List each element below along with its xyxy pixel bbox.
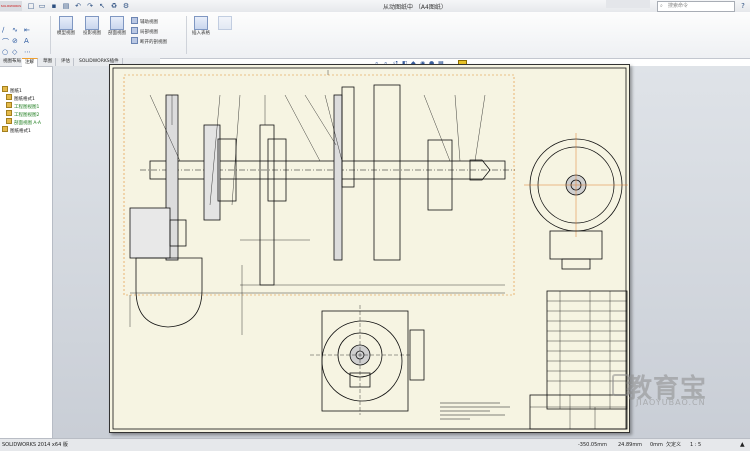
projected-view-button[interactable]: 投影视图 bbox=[80, 16, 104, 36]
drawing-view-icon bbox=[6, 102, 12, 108]
coordinate-y: 24.89mm bbox=[618, 442, 643, 448]
print-icon[interactable]: ▤ bbox=[62, 2, 70, 10]
ellipse-icon[interactable]: ⊘ bbox=[12, 37, 18, 45]
feature-manager-tree: 特征 属性 图纸1 图纸格式1 工程图视图1 工程图视图2 剖面视图 A-A 图… bbox=[0, 58, 53, 438]
line-icon[interactable]: ∕ bbox=[2, 26, 5, 34]
broken-out-section-button[interactable]: 断开的剖视图 bbox=[131, 37, 167, 45]
end-wheel bbox=[427, 139, 453, 211]
view-settings-icon[interactable]: ▦ bbox=[438, 60, 444, 67]
table-icon bbox=[194, 16, 208, 30]
section-view-icon bbox=[6, 118, 12, 124]
tree-item-drawing-view-2[interactable]: 工程图视图2 bbox=[6, 110, 39, 119]
insert-table-button[interactable]: 插入表格 bbox=[189, 16, 213, 36]
polygon-icon[interactable]: ◇ bbox=[12, 48, 18, 56]
help-icon[interactable]: ? bbox=[741, 2, 745, 10]
tab-solidworks-addins[interactable]: SOLIDWORKS插件 bbox=[76, 58, 123, 66]
search-icon: ⌕ bbox=[660, 3, 663, 9]
edit-appearance-icon[interactable]: ● bbox=[429, 60, 434, 67]
circle-icon[interactable]: ○ bbox=[2, 48, 9, 56]
options-icon[interactable]: ⚙ bbox=[122, 2, 130, 10]
display-style-icon[interactable]: ◆ bbox=[411, 60, 416, 67]
motor-coupling bbox=[169, 219, 187, 247]
tab-sketch[interactable]: 草图 bbox=[40, 58, 56, 66]
sheet-scale[interactable]: 1 : 5 bbox=[690, 442, 702, 448]
dimension-icon[interactable]: ⇤ bbox=[24, 26, 30, 34]
tree-item-drawing-view-1[interactable]: 工程图视图1 bbox=[6, 102, 39, 111]
section-view-icon bbox=[110, 16, 124, 30]
coordinate-z: 0mm bbox=[650, 442, 663, 448]
rebuild-icon[interactable]: ♻ bbox=[110, 2, 118, 10]
ribbon-separator bbox=[50, 16, 51, 54]
tab-evaluate[interactable]: 评估 bbox=[58, 58, 74, 66]
detail-view-button[interactable]: 局部视图 bbox=[131, 27, 158, 35]
motor-gearbox bbox=[135, 257, 203, 328]
bearing-housing bbox=[341, 86, 355, 188]
right-frame bbox=[373, 84, 401, 261]
redo-icon[interactable]: ↷ bbox=[87, 2, 93, 10]
sheet-icon bbox=[2, 86, 8, 92]
detail-view-icon bbox=[131, 27, 138, 34]
zoom-to-fit-icon[interactable]: ⌕ bbox=[375, 60, 378, 68]
open-folder-icon[interactable]: ▭ bbox=[38, 2, 46, 10]
undo-icon[interactable]: ↶ bbox=[75, 2, 81, 10]
section-view-toggle-icon[interactable]: ◧ bbox=[402, 60, 408, 67]
motor-body bbox=[129, 207, 171, 259]
bom-table bbox=[546, 290, 628, 410]
watermark-text: 教育宝 bbox=[626, 374, 708, 404]
drawing-sheet[interactable] bbox=[109, 64, 630, 433]
crop-view-button[interactable] bbox=[217, 16, 233, 30]
model-view-icon bbox=[59, 16, 73, 30]
previous-view-icon[interactable]: ↺ bbox=[393, 60, 398, 67]
view-boundary bbox=[123, 74, 515, 296]
sheet-border bbox=[112, 67, 627, 430]
broken-out-section-icon bbox=[131, 37, 138, 44]
zoom-area-icon[interactable]: ⌕ bbox=[384, 60, 387, 68]
window-controls[interactable] bbox=[606, 0, 650, 8]
search-placeholder: 搜索命令 bbox=[668, 3, 689, 9]
ribbon-separator bbox=[186, 16, 187, 54]
arc-icon[interactable]: ⌒ bbox=[2, 38, 9, 46]
coordinate-x: -350.05mm bbox=[578, 442, 608, 448]
app-version-text: SOLIDWORKS 2014 x64 版 bbox=[2, 442, 68, 448]
centerline-icon[interactable]: ⋯ bbox=[24, 48, 31, 56]
cam-disk-1 bbox=[259, 124, 275, 286]
status-bar: SOLIDWORKS 2014 x64 版 -350.05mm 24.89mm … bbox=[0, 438, 750, 451]
auxiliary-view-button[interactable]: 辅助视图 bbox=[131, 17, 158, 25]
select-icon[interactable]: ↖ bbox=[99, 2, 105, 10]
command-manager-ribbon: ∕ ∿ ⇤ ⌒ ⊘ A ○ ◇ ⋯ 模型视图 投影视图 剖面视图 辅助视图 局部… bbox=[0, 12, 750, 59]
save-icon[interactable]: ▪ bbox=[51, 2, 57, 10]
tree-item-section-view[interactable]: 剖面视图 A-A bbox=[6, 118, 41, 127]
new-document-icon[interactable]: □ bbox=[27, 2, 35, 10]
model-view-button[interactable]: 模型视图 bbox=[54, 16, 78, 36]
right-support-plate bbox=[333, 94, 343, 261]
auxiliary-view-icon bbox=[131, 17, 138, 24]
definition-state: 欠定义 bbox=[666, 442, 682, 448]
drawing-view-icon bbox=[6, 110, 12, 116]
tree-item-sheet[interactable]: 图纸1 bbox=[2, 86, 22, 95]
hub-1 bbox=[203, 124, 221, 221]
expand-icon[interactable]: ▲ bbox=[740, 441, 745, 448]
gear-2 bbox=[267, 138, 287, 202]
section-view-button[interactable]: 剖面视图 bbox=[106, 16, 128, 36]
projected-view-icon bbox=[85, 16, 99, 30]
gear-1 bbox=[217, 138, 237, 202]
technical-drawing bbox=[112, 67, 628, 430]
hide-show-icon[interactable]: ◉ bbox=[420, 60, 425, 67]
text-icon[interactable]: A bbox=[24, 37, 29, 45]
sheet-format-icon bbox=[2, 126, 8, 132]
watermark: 教育宝 JIAOYUBAO.CN bbox=[612, 368, 750, 410]
tree-item-sheet-format[interactable]: 图纸格式1 bbox=[6, 94, 35, 103]
crop-view-icon bbox=[218, 16, 232, 30]
watermark-logo-icon bbox=[612, 374, 630, 396]
spline-icon[interactable]: ∿ bbox=[12, 26, 18, 34]
search-input[interactable]: ⌕ 搜索命令 bbox=[657, 1, 735, 12]
tab-annotation[interactable]: 注解 bbox=[22, 58, 38, 67]
app-logo[interactable]: SOLIDWORKS bbox=[0, 1, 22, 11]
title-block bbox=[529, 394, 628, 430]
sheet-format-icon bbox=[6, 94, 12, 100]
tree-item-sheet-format-2[interactable]: 图纸格式1 bbox=[2, 126, 31, 135]
document-title: 从动图纸中 （A4图纸） bbox=[383, 4, 447, 11]
watermark-subtext: JIAOYUBAO.CN bbox=[636, 398, 706, 407]
shaft-tip bbox=[469, 159, 491, 181]
